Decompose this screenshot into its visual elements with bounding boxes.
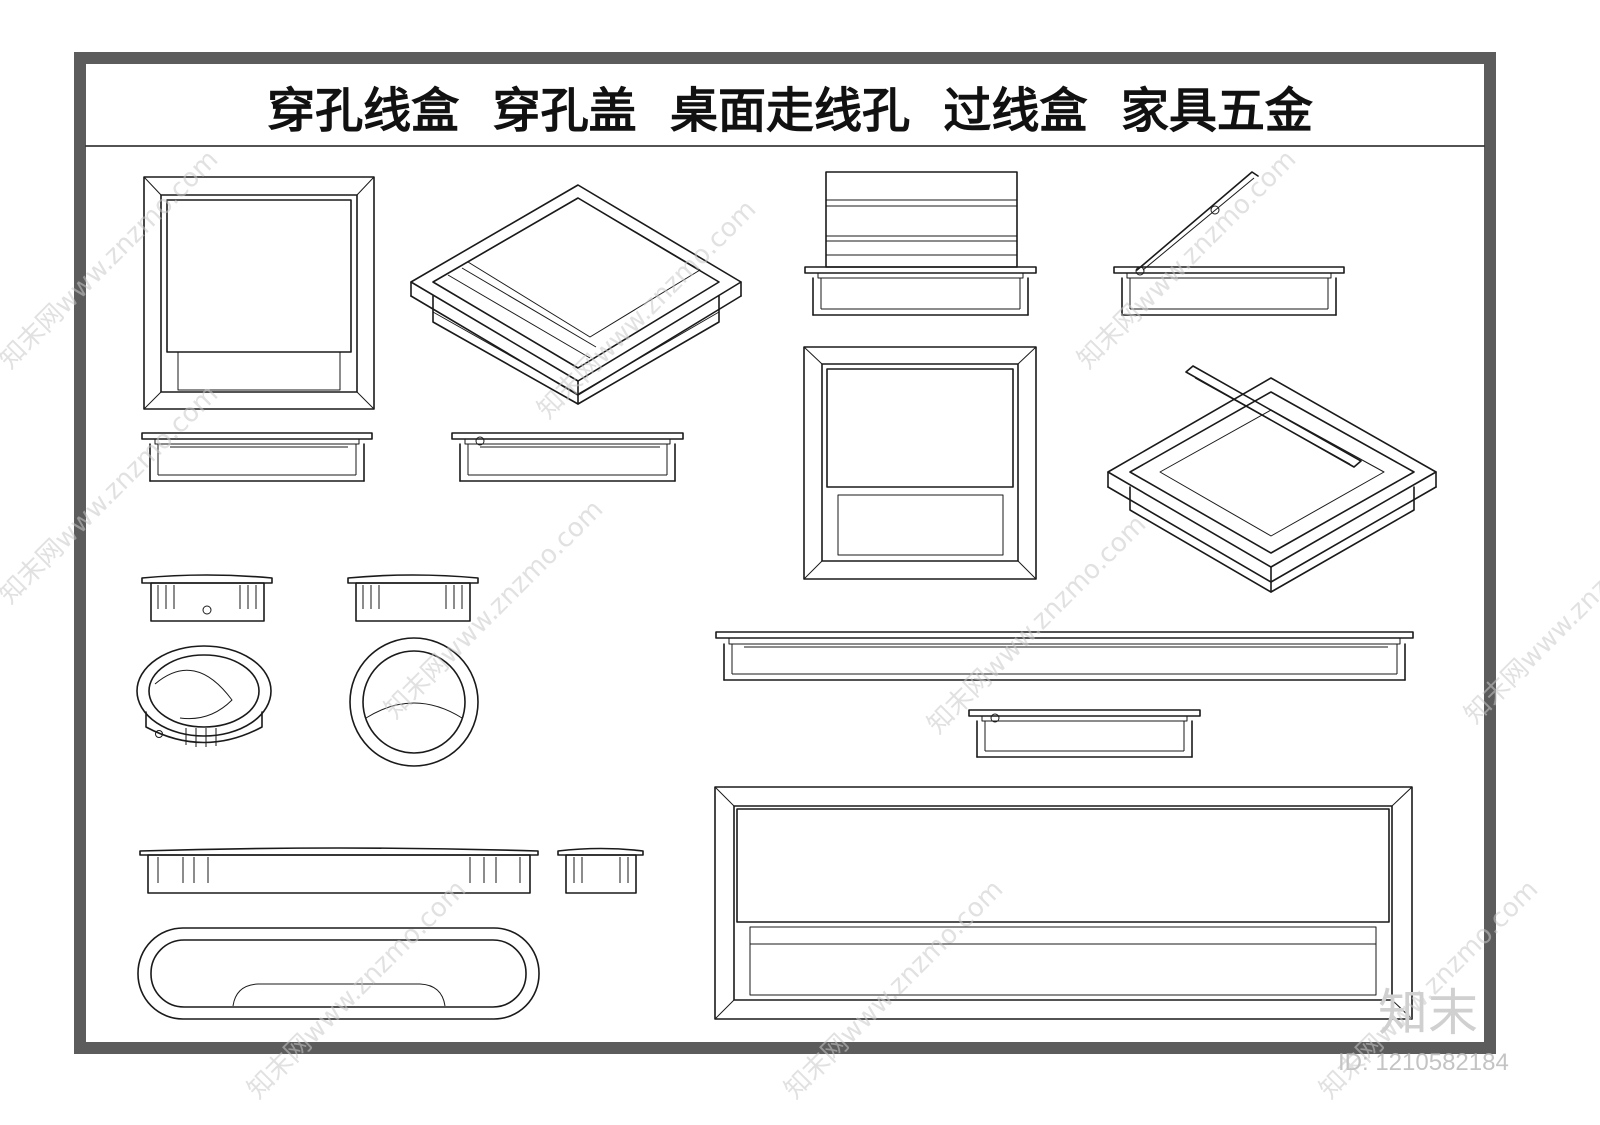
square-grommet-top-view	[143, 176, 375, 410]
brand-logo: 知末	[1378, 984, 1478, 1042]
round-grommet-side-view-b	[347, 574, 479, 622]
sheet-inner	[86, 64, 1484, 1042]
hinged-box-isometric-open	[1107, 365, 1437, 593]
round-grommet-side-view-a	[141, 574, 273, 622]
brand-id: ID: 1210582184	[1338, 1049, 1509, 1076]
oval-grommet-side-view	[139, 847, 539, 894]
round-grommet-top-view	[349, 637, 479, 767]
round-grommet-isometric	[136, 645, 272, 747]
long-box-top-view	[714, 786, 1413, 1020]
hinged-box-top-view	[803, 346, 1037, 580]
square-grommet-isometric	[410, 184, 742, 405]
long-box-side-view	[715, 631, 1414, 681]
square-grommet-side-view-b	[451, 432, 684, 482]
square-grommet-side-view-a	[141, 432, 373, 482]
sheet-title: 穿孔线盒 穿孔盖 桌面走线孔 过线盒 家具五金	[267, 83, 1314, 139]
oval-grommet-top-view	[137, 927, 540, 1020]
hinged-box-front-view	[804, 171, 1037, 316]
long-box-side-view-short	[968, 709, 1201, 758]
small-grommet-side-view	[557, 847, 644, 894]
hinged-box-side-view-open	[1113, 171, 1345, 316]
